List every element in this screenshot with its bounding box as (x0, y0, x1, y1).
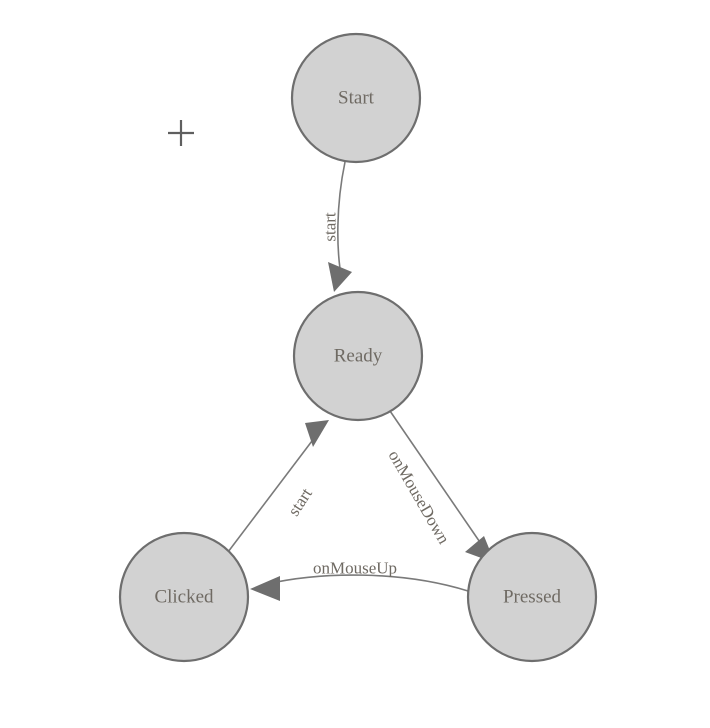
edge-clicked-to-ready[interactable]: start (227, 420, 329, 553)
node-pressed[interactable]: Pressed (466, 531, 598, 663)
node-start-label: Start (338, 88, 375, 109)
edge-ready-to-pressed-line[interactable] (389, 410, 487, 552)
edge-clicked-to-ready-label: start (284, 484, 316, 519)
edge-pressed-to-clicked-label: onMouseUp (313, 559, 397, 578)
edge-pressed-to-clicked[interactable]: onMouseUp (250, 559, 469, 602)
node-ready-circle[interactable] (292, 290, 424, 422)
edge-start-to-ready-arrowhead (328, 262, 352, 292)
edge-clicked-to-ready-arrowhead (305, 420, 329, 447)
node-pressed-label: Pressed (503, 587, 562, 608)
edge-clicked-to-ready-line[interactable] (227, 436, 316, 553)
edge-pressed-to-clicked-arrowhead (250, 576, 280, 601)
edge-pressed-to-clicked-line[interactable] (266, 574, 469, 592)
node-pressed-circle[interactable] (466, 531, 598, 663)
node-clicked-circle[interactable] (118, 531, 250, 663)
edge-ready-to-pressed-label: onMouseDown (385, 447, 454, 548)
node-start[interactable]: Start (290, 32, 422, 164)
node-ready[interactable]: Ready (292, 290, 424, 422)
crosshair-icon (168, 120, 194, 146)
edge-start-to-ready[interactable]: start (321, 161, 353, 292)
node-clicked-label: Clicked (154, 587, 214, 608)
edge-start-to-ready-label: start (321, 212, 340, 242)
edge-ready-to-pressed[interactable]: onMouseDown (385, 410, 495, 563)
node-start-circle[interactable] (290, 32, 422, 164)
node-clicked[interactable]: Clicked (118, 531, 250, 663)
node-ready-label: Ready (334, 346, 383, 367)
